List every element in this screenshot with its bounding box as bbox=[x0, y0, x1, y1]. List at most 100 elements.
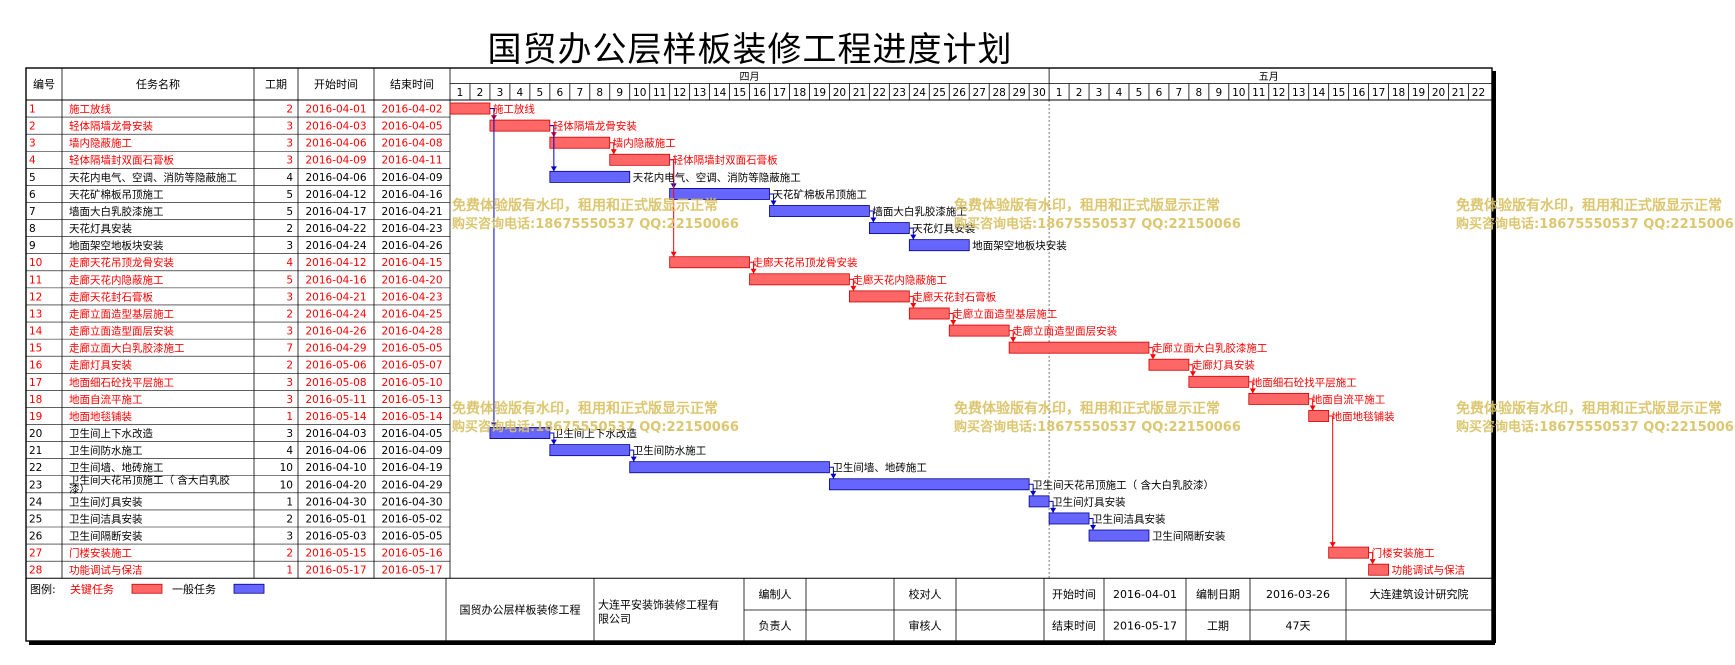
day-label: 30 bbox=[1032, 87, 1045, 99]
task-end: 2016-04-30 bbox=[381, 496, 442, 508]
task-id: 20 bbox=[29, 428, 42, 440]
task-duration: 4 bbox=[286, 445, 293, 457]
day-label: 22 bbox=[1472, 87, 1485, 99]
task-id: 19 bbox=[29, 411, 42, 423]
task-name: 走廊天花封石膏板 bbox=[69, 290, 153, 303]
task-duration: 1 bbox=[286, 411, 293, 423]
task-end: 2016-04-09 bbox=[381, 445, 442, 457]
task-duration: 5 bbox=[286, 206, 293, 218]
task-name: 卫生间防水施工 bbox=[69, 444, 143, 457]
task-name: 轻体隔墙封双面石膏板 bbox=[69, 154, 174, 167]
dependency-arrow bbox=[950, 320, 957, 326]
task-id: 2 bbox=[29, 121, 36, 133]
dependency-link bbox=[549, 125, 555, 172]
task-name: 地面地毯铺装 bbox=[69, 410, 132, 423]
task-name: 卫生间天花吊顶施工（ 含大白乳胶 bbox=[69, 473, 230, 486]
task-end: 2016-04-16 bbox=[381, 189, 442, 201]
task-id: 6 bbox=[29, 189, 36, 201]
task-start: 2016-05-11 bbox=[305, 394, 366, 406]
task-start: 2016-04-20 bbox=[305, 479, 366, 491]
dependency-arrow bbox=[1309, 405, 1316, 411]
day-label: 6 bbox=[556, 87, 563, 99]
day-label: 9 bbox=[1216, 87, 1223, 99]
dependency-link bbox=[489, 108, 495, 428]
task-bar-label: 卫生间上下水改造 bbox=[553, 427, 637, 440]
task-duration: 3 bbox=[286, 531, 293, 543]
task-bar-label: 走廊立面造型面层安装 bbox=[1012, 325, 1117, 338]
day-label: 14 bbox=[1312, 87, 1326, 99]
legend-normal-label: 一般任务 bbox=[172, 583, 216, 596]
task-start: 2016-05-08 bbox=[305, 377, 366, 389]
task-end: 2016-05-16 bbox=[381, 548, 442, 560]
watermark-text: 购买咨询电话:18675550537 QQ:22150066 bbox=[954, 216, 1241, 232]
task-end: 2016-05-17 bbox=[381, 565, 442, 577]
task-bar bbox=[629, 461, 830, 474]
day-label: 6 bbox=[1156, 87, 1163, 99]
task-end: 2016-04-09 bbox=[381, 172, 442, 184]
task-id: 3 bbox=[29, 138, 36, 150]
task-bar-label: 走廊天花吊顶龙骨安装 bbox=[753, 256, 858, 269]
task-id: 12 bbox=[29, 291, 42, 303]
dependency-arrow bbox=[910, 302, 917, 308]
task-bar bbox=[1008, 341, 1150, 354]
task-id: 16 bbox=[29, 360, 43, 372]
task-start: 2016-04-29 bbox=[305, 343, 366, 355]
task-duration: 3 bbox=[286, 240, 293, 252]
day-label: 10 bbox=[1232, 87, 1245, 99]
task-id: 17 bbox=[29, 377, 42, 389]
month-label: 四月 bbox=[740, 71, 760, 83]
task-bar-label: 卫生间墙、地砖施工 bbox=[832, 461, 927, 474]
column-header-duration: 工期 bbox=[265, 78, 287, 91]
task-name: 地面架空地板块安装 bbox=[69, 239, 164, 252]
day-label: 1 bbox=[457, 87, 464, 99]
task-start: 2016-04-01 bbox=[305, 104, 366, 116]
task-end: 2016-04-08 bbox=[381, 138, 442, 150]
task-bar-label: 功能调试与保洁 bbox=[1392, 564, 1466, 577]
task-bar bbox=[549, 136, 611, 149]
task-id: 4 bbox=[29, 155, 36, 167]
dependency-arrow bbox=[550, 166, 557, 172]
task-start: 2016-05-03 bbox=[305, 531, 366, 543]
task-bar bbox=[549, 170, 631, 183]
task-name: 走廊天花内隐蔽施工 bbox=[69, 273, 164, 286]
task-name: 天花灯具安装 bbox=[69, 222, 132, 235]
dependency-arrow bbox=[910, 234, 917, 240]
footer-institute: 大连建筑设计研究院 bbox=[1370, 587, 1469, 601]
task-duration: 3 bbox=[286, 428, 293, 440]
dependency-arrow bbox=[1090, 525, 1097, 530]
day-label: 8 bbox=[596, 87, 603, 99]
day-label: 16 bbox=[1352, 87, 1366, 99]
task-id: 1 bbox=[29, 104, 36, 116]
dependency-arrow bbox=[1249, 388, 1256, 394]
task-id: 8 bbox=[29, 223, 36, 235]
footer-start-value: 2016-04-01 bbox=[1113, 588, 1177, 601]
month-label: 五月 bbox=[1259, 71, 1279, 83]
footer-reviewer-label: 审核人 bbox=[909, 619, 942, 633]
day-label: 2 bbox=[1076, 87, 1083, 99]
day-label: 13 bbox=[693, 87, 706, 99]
day-label: 18 bbox=[1392, 87, 1405, 99]
task-start: 2016-04-06 bbox=[305, 138, 366, 150]
footer-date-value: 2016-03-26 bbox=[1266, 588, 1330, 601]
day-label: 10 bbox=[633, 87, 646, 99]
legend-critical-label: 关键任务 bbox=[70, 582, 114, 596]
task-start: 2016-05-17 bbox=[305, 565, 366, 577]
task-duration: 2 bbox=[286, 360, 293, 372]
task-bar-label: 地面自流平施工 bbox=[1312, 393, 1386, 406]
day-label: 11 bbox=[1252, 87, 1265, 99]
task-bar-label: 地面架空地板块安装 bbox=[972, 239, 1067, 252]
day-label: 15 bbox=[733, 87, 746, 99]
day-label: 3 bbox=[497, 87, 504, 99]
task-end: 2016-04-15 bbox=[381, 257, 442, 269]
dependency-arrow bbox=[1030, 490, 1037, 496]
dependency-arrow bbox=[1149, 354, 1156, 360]
task-bar-label: 墙面大白乳胶漆施工 bbox=[872, 205, 967, 218]
day-label: 20 bbox=[1432, 87, 1445, 99]
day-label: 15 bbox=[1332, 87, 1345, 99]
task-name: 地面自流平施工 bbox=[69, 393, 143, 406]
day-label: 4 bbox=[1116, 87, 1123, 99]
task-bar-label: 天花灯具安装 bbox=[912, 222, 975, 235]
task-id: 15 bbox=[29, 343, 42, 355]
task-name: 墙面大白乳胶漆施工 bbox=[69, 205, 164, 218]
task-bar-label: 门楼安装施工 bbox=[1372, 547, 1435, 560]
